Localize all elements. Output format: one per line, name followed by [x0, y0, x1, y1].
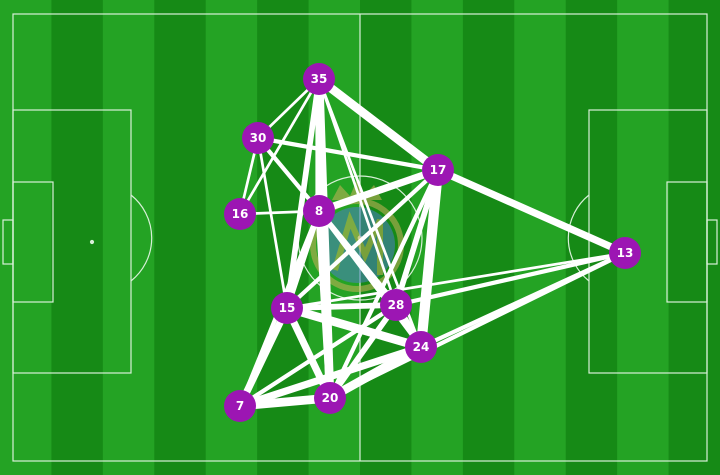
player-number-label: 8 — [315, 204, 323, 218]
player-node-circle — [405, 331, 437, 363]
player-node-20[interactable]: 20 — [314, 382, 346, 414]
player-node-circle — [303, 63, 335, 95]
right-goal — [706, 219, 718, 265]
pitch-stripe — [668, 0, 720, 475]
player-node-circle — [609, 237, 641, 269]
pass-line-17-24 — [415, 164, 444, 353]
player-node-35[interactable]: 35 — [303, 63, 335, 95]
pass-line-17-15 — [284, 167, 441, 311]
pass-line-24-7 — [236, 343, 425, 410]
player-node-7[interactable]: 7 — [224, 390, 256, 422]
player-node-30[interactable]: 30 — [242, 122, 274, 154]
player-number-label: 24 — [413, 340, 430, 354]
player-node-28[interactable]: 28 — [380, 289, 412, 321]
pass-line-8-17 — [315, 166, 442, 215]
pitch-stripe — [154, 0, 207, 475]
player-number-label: 20 — [322, 391, 339, 405]
pass-line-15-24 — [282, 303, 426, 352]
pass-line-35-16 — [238, 77, 321, 216]
player-node-circle — [303, 195, 335, 227]
player-number-label: 16 — [232, 207, 249, 221]
left-penalty-arc — [130, 194, 153, 282]
player-number-label: 15 — [279, 301, 296, 315]
pitch-stripe — [51, 0, 104, 475]
pass-line-15-28 — [284, 302, 399, 311]
player-number-label: 13 — [617, 246, 634, 260]
pitch-stripe — [102, 0, 155, 475]
pass-line-15-7 — [236, 304, 291, 410]
player-number-label: 30 — [250, 131, 267, 145]
player-number-label: 28 — [388, 298, 405, 312]
pass-line-30-17 — [255, 135, 441, 173]
pitch-stripe — [411, 0, 464, 475]
pass-line-17-13 — [434, 166, 629, 257]
pass-line-28-7 — [237, 302, 399, 409]
player-node-circle — [271, 292, 303, 324]
pitch-stripe — [514, 0, 567, 475]
player-node-8[interactable]: 8 — [303, 195, 335, 227]
player-number-label: 35 — [311, 72, 328, 86]
pass-line-13-28 — [393, 250, 628, 308]
pitch-stripe — [0, 0, 52, 475]
pass-line-35-17 — [314, 74, 443, 175]
player-node-13[interactable]: 13 — [609, 237, 641, 269]
player-node-circle — [380, 289, 412, 321]
pass-line-13-15 — [285, 251, 627, 310]
player-node-circle — [224, 198, 256, 230]
pass-line-15-20 — [283, 304, 334, 402]
player-node-circle — [242, 122, 274, 154]
pass-line-35-28 — [317, 77, 398, 307]
player-node-circle — [422, 154, 454, 186]
pass-line-17-20 — [327, 167, 441, 401]
player-node-24[interactable]: 24 — [405, 331, 437, 363]
pass-line-24-20 — [325, 342, 426, 403]
player-node-circle — [224, 390, 256, 422]
player-node-17[interactable]: 17 — [422, 154, 454, 186]
player-node-15[interactable]: 15 — [271, 292, 303, 324]
pass-line-30-15 — [256, 136, 289, 310]
left-penalty-spot — [89, 239, 95, 245]
player-nodes: 35 30 16 8 17 13 15 28 24 7 20 — [224, 63, 641, 422]
left-goal — [2, 219, 14, 265]
player-number-label: 17 — [430, 163, 447, 177]
player-number-label: 7 — [236, 399, 244, 413]
pitch-stripe — [462, 0, 515, 475]
pitch-markings — [2, 13, 718, 462]
pass-line-28-20 — [327, 302, 399, 401]
player-node-16[interactable]: 16 — [224, 198, 256, 230]
player-node-circle — [314, 382, 346, 414]
